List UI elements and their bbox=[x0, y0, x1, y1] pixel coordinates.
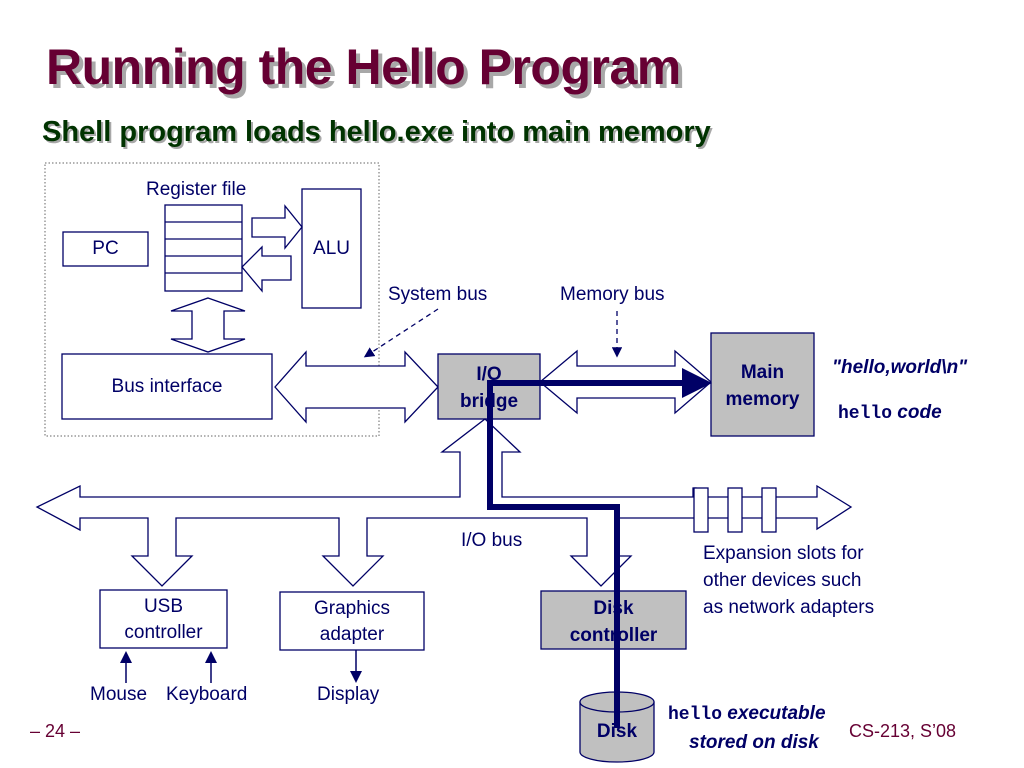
expansion-slots-note: Expansion slots for other devices such a… bbox=[703, 540, 874, 621]
alu-to-regfile-arrow bbox=[241, 245, 292, 293]
disk-controller-label: Disk controller bbox=[541, 595, 686, 649]
usb-controller-label: USB controller bbox=[100, 594, 227, 646]
disk-note-text: executable bbox=[722, 703, 826, 724]
course-label: CS-213, S’08 bbox=[849, 721, 957, 741]
disk-controller-line-2: controller bbox=[569, 625, 658, 646]
alu-box bbox=[301, 188, 362, 309]
system-bus-label: System bus bbox=[388, 284, 488, 305]
io-bridge-line-2: bridge bbox=[459, 391, 519, 412]
usb-controller-box bbox=[99, 589, 228, 649]
regfile-bus-double-arrow bbox=[170, 297, 246, 353]
usb-line-2: controller bbox=[124, 622, 203, 643]
main-memory-line-2: memory bbox=[725, 389, 800, 410]
expansion-slot-2 bbox=[727, 487, 743, 533]
io-bus-label: I/O bus bbox=[461, 530, 523, 551]
system-bus-arrow bbox=[274, 350, 439, 424]
main-memory-line-1: Main bbox=[740, 362, 785, 383]
bus-interface-box bbox=[61, 353, 273, 420]
expansion-line-3: as network adapters bbox=[703, 597, 875, 618]
disk-label: Disk bbox=[596, 721, 638, 742]
slide-title: Running the Hello Program bbox=[46, 39, 681, 95]
keyboard-label: Keyboard bbox=[166, 684, 248, 705]
expansion-slot-3 bbox=[761, 487, 777, 533]
display-label: Display bbox=[317, 684, 380, 705]
register-file bbox=[164, 204, 243, 292]
memory-code-mono: hello bbox=[838, 404, 893, 424]
disk-note-line-1: hello executable bbox=[668, 703, 826, 725]
io-bridge-label: I/O bridge bbox=[438, 361, 540, 415]
disk-note-line-2: stored on disk bbox=[689, 732, 819, 753]
regfile-to-alu-arrow bbox=[251, 204, 303, 250]
alu-label: ALU bbox=[313, 238, 350, 259]
system-bus-pointer bbox=[363, 308, 439, 358]
page-number: – 24 – bbox=[30, 721, 81, 741]
graphics-adapter-box bbox=[279, 591, 425, 651]
graphics-adapter-label: Graphics adapter bbox=[280, 596, 424, 648]
memory-string-note: "hello,world\n" bbox=[832, 357, 968, 378]
usb-line-1: USB bbox=[143, 596, 184, 617]
register-file-label: Register file bbox=[146, 179, 247, 200]
graphics-line-1: Graphics bbox=[313, 598, 391, 619]
hello-data-path bbox=[487, 368, 712, 728]
pc-register-box bbox=[62, 231, 149, 267]
graphics-line-2: adapter bbox=[319, 624, 385, 645]
expansion-line-2: other devices such bbox=[703, 570, 862, 591]
bus-interface-label: Bus interface bbox=[111, 376, 223, 397]
disk-controller-line-1: Disk bbox=[593, 598, 634, 619]
memory-bus-label: Memory bus bbox=[560, 284, 665, 305]
memory-code-note: hello code bbox=[838, 402, 942, 424]
cpu-chip-frame bbox=[44, 162, 380, 437]
disk-note-mono: hello bbox=[668, 705, 723, 725]
main-memory-label: Main memory bbox=[711, 359, 814, 413]
expansion-line-1: Expansion slots for bbox=[703, 543, 864, 564]
slide-subtitle: Shell program loads hello.exe into main … bbox=[42, 116, 711, 148]
expansion-slot-1 bbox=[693, 487, 709, 533]
disk-controller-box bbox=[540, 590, 687, 650]
mouse-label: Mouse bbox=[90, 684, 148, 705]
io-bridge-line-1: I/O bbox=[476, 364, 502, 385]
memory-code-text: code bbox=[892, 402, 942, 423]
pc-label: PC bbox=[92, 238, 119, 259]
